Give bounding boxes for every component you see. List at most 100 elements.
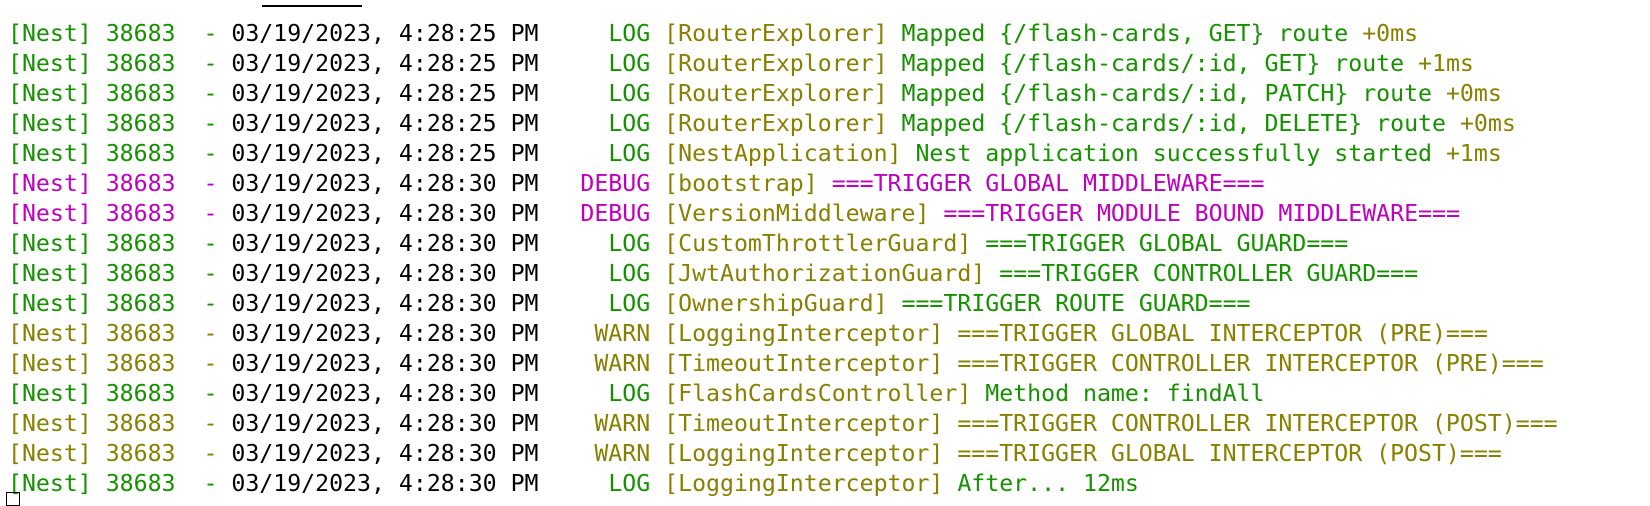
level-padding [539,380,609,407]
level-padding [539,80,609,107]
log-message: ===TRIGGER GLOBAL INTERCEPTOR (PRE)=== [957,320,1488,347]
log-timestamp: 03/19/2023, 4:28:30 PM [231,440,539,467]
log-timestamp: 03/19/2023, 4:28:30 PM [231,290,539,317]
log-message: Method name: findAll [985,380,1265,407]
log-level: LOG [608,470,651,497]
log-timestamp: 03/19/2023, 4:28:30 PM [231,260,539,287]
log-timestamp: 03/19/2023, 4:28:30 PM [231,230,539,257]
log-context: [RouterExplorer] [664,80,888,107]
log-context: [LoggingInterceptor] [664,470,944,497]
log-message: Mapped {/flash-cards/:id, DELETE} route [901,110,1446,137]
log-elapsed: +0ms [1459,110,1516,137]
log-level: LOG [608,50,651,77]
log-line: [Nest] 38683 - 03/19/2023, 4:28:30 PM DE… [8,199,1558,229]
log-level: DEBUG [580,200,651,227]
log-context: [LoggingInterceptor] [664,320,944,347]
log-level: LOG [608,110,651,137]
log-message: ===TRIGGER CONTROLLER INTERCEPTOR (PRE)=… [957,350,1544,377]
log-timestamp: 03/19/2023, 4:28:25 PM [231,110,539,137]
level-padding [539,350,595,377]
log-context: [VersionMiddleware] [664,200,930,227]
log-prefix: [Nest] 38683 - [8,290,232,317]
log-level: LOG [608,260,651,287]
log-context: [RouterExplorer] [664,20,888,47]
log-level: WARN [594,440,651,467]
log-line: [Nest] 38683 - 03/19/2023, 4:28:30 PM LO… [8,469,1558,499]
log-timestamp: 03/19/2023, 4:28:25 PM [231,80,539,107]
log-context: [RouterExplorer] [664,110,888,137]
log-level: LOG [608,80,651,107]
log-timestamp: 03/19/2023, 4:28:25 PM [231,50,539,77]
log-level: LOG [608,290,651,317]
log-timestamp: 03/19/2023, 4:28:30 PM [231,200,539,227]
log-context: [JwtAuthorizationGuard] [664,260,986,287]
level-padding [539,320,595,347]
log-level: LOG [608,20,651,47]
level-padding [539,470,609,497]
log-message: ===TRIGGER ROUTE GUARD=== [901,290,1251,317]
log-message: ===TRIGGER GLOBAL GUARD=== [985,230,1349,257]
log-prefix: [Nest] 38683 - [8,410,232,437]
level-padding [539,140,609,167]
log-elapsed: +1ms [1418,50,1474,77]
log-timestamp: 03/19/2023, 4:28:25 PM [231,140,539,167]
log-lines: [Nest] 38683 - 03/19/2023, 4:28:25 PM LO… [8,19,1558,499]
log-message: ===TRIGGER CONTROLLER INTERCEPTOR (POST)… [957,410,1558,437]
log-line: [Nest] 38683 - 03/19/2023, 4:28:25 PM LO… [8,109,1558,139]
log-line: [Nest] 38683 - 03/19/2023, 4:28:25 PM LO… [8,19,1558,49]
log-timestamp: 03/19/2023, 4:28:30 PM [231,320,539,347]
log-line: [Nest] 38683 - 03/19/2023, 4:28:25 PM LO… [8,139,1558,169]
level-padding [539,410,595,437]
log-timestamp: 03/19/2023, 4:28:30 PM [231,350,539,377]
log-message: ===TRIGGER GLOBAL MIDDLEWARE=== [831,170,1265,197]
log-context: [FlashCardsController] [664,380,972,407]
log-prefix: [Nest] 38683 - [8,320,232,347]
level-padding [539,290,609,317]
level-padding [539,110,609,137]
level-padding [539,230,609,257]
log-level: LOG [608,230,651,257]
log-context: [TimeoutInterceptor] [664,410,944,437]
log-elapsed: +1ms [1445,140,1502,167]
log-line: [Nest] 38683 - 03/19/2023, 4:28:25 PM LO… [8,79,1558,109]
log-message: Mapped {/flash-cards/:id, GET} route [901,50,1405,77]
log-context: [CustomThrottlerGuard] [664,230,972,257]
log-message: Mapped {/flash-cards, GET} route [901,20,1349,47]
log-elapsed: +0ms [1362,20,1419,47]
log-level: LOG [608,140,651,167]
log-context: [OwnershipGuard] [664,290,888,317]
log-message: ===TRIGGER CONTROLLER GUARD=== [999,260,1419,287]
log-message: After... 12ms [957,470,1139,497]
log-level: DEBUG [580,170,651,197]
log-timestamp: 03/19/2023, 4:28:30 PM [231,170,539,197]
log-context: [NestApplication] [664,140,902,167]
log-line: [Nest] 38683 - 03/19/2023, 4:28:30 PM WA… [8,409,1558,439]
log-prefix: [Nest] 38683 - [8,470,232,497]
level-padding [539,200,581,227]
log-context: [RouterExplorer] [664,50,888,77]
log-elapsed: +0ms [1445,80,1502,107]
scroll-indicator-line [262,5,362,7]
log-message: ===TRIGGER GLOBAL INTERCEPTOR (POST)=== [957,440,1502,467]
level-padding [539,20,609,47]
log-level: WARN [594,410,651,437]
log-prefix: [Nest] 38683 - [8,170,232,197]
log-prefix: [Nest] 38683 - [8,200,232,227]
log-prefix: [Nest] 38683 - [8,140,232,167]
cursor [6,492,20,506]
log-prefix: [Nest] 38683 - [8,230,232,257]
log-prefix: [Nest] 38683 - [8,440,232,467]
log-prefix: [Nest] 38683 - [8,350,232,377]
log-prefix: [Nest] 38683 - [8,380,232,407]
log-timestamp: 03/19/2023, 4:28:30 PM [231,410,539,437]
log-line: [Nest] 38683 - 03/19/2023, 4:28:30 PM WA… [8,439,1558,469]
log-timestamp: 03/19/2023, 4:28:30 PM [231,470,539,497]
level-padding [539,260,609,287]
log-message: ===TRIGGER MODULE BOUND MIDDLEWARE=== [943,200,1460,227]
log-prefix: [Nest] 38683 - [8,20,232,47]
log-line: [Nest] 38683 - 03/19/2023, 4:28:25 PM LO… [8,49,1558,79]
log-timestamp: 03/19/2023, 4:28:25 PM [231,20,539,47]
log-level: WARN [594,320,651,347]
log-line: [Nest] 38683 - 03/19/2023, 4:28:30 PM WA… [8,319,1558,349]
